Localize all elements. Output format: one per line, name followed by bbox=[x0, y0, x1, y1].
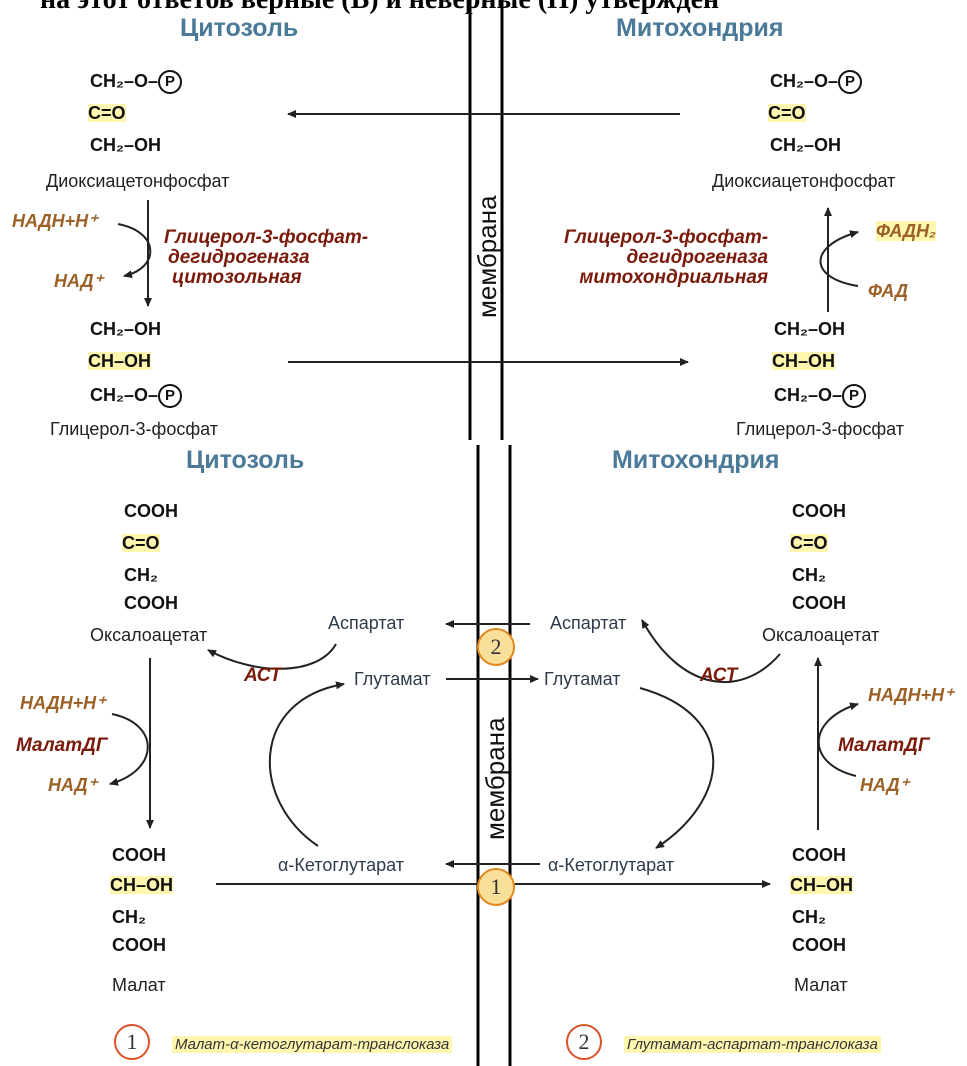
mitochondria-label-top: Митохондрия bbox=[616, 14, 784, 42]
arrow-cyto-malatedh-curve bbox=[109, 713, 149, 786]
legend-1-text: Малат-α-кетоглутарат-транслоказа bbox=[172, 1036, 453, 1053]
arrow-mito-cycle-curve bbox=[639, 687, 715, 849]
nadh-cytosol-bottom: НАДН+Н⁺ bbox=[20, 693, 106, 713]
nadh-cytosol: НАДН+Н⁺ bbox=[12, 211, 98, 231]
malate-dh-cytosol: МалатДГ bbox=[16, 735, 108, 756]
cooh-group: COOH bbox=[792, 501, 846, 521]
dhap-name-mito: Диоксиацетонфосфат bbox=[712, 171, 896, 191]
arrow-mito-malatedh-curve bbox=[817, 702, 859, 777]
ch-oh-group: CH–OH bbox=[772, 351, 836, 371]
glutamate-mito: Глутамат bbox=[544, 669, 621, 689]
arrow-cyto-nadh-curve bbox=[117, 223, 152, 279]
arrow-cyto-ast-curve bbox=[207, 643, 337, 670]
membrane-label-top: мембрана bbox=[472, 195, 502, 318]
nadh-mito-bottom: НАДН+Н⁺ bbox=[868, 685, 954, 705]
membrane-label-bottom: мембрана bbox=[480, 717, 510, 840]
ch2-oh-group: CH₂–OH bbox=[774, 319, 846, 339]
ch2-group: CH₂ bbox=[124, 565, 158, 585]
arrow-cyto-cycle-curve bbox=[268, 681, 345, 847]
oxaloacetate-name-mito: Оксалоацетат bbox=[762, 625, 880, 645]
legend-2-text: Глутамат-аспартат-транслоказа bbox=[624, 1036, 881, 1053]
cytosol-label-top: Цитозоль bbox=[180, 14, 299, 42]
fad-mito: ФАД bbox=[868, 281, 909, 301]
fadh2-mito: ФАДН₂ bbox=[876, 221, 936, 241]
ch2-o-group: CH₂–O– bbox=[90, 70, 159, 91]
g3p-name-cytosol: Глицерол-3-фосфат bbox=[50, 419, 219, 439]
ch2-group: CH₂ bbox=[792, 907, 826, 927]
cooh-group: COOH bbox=[792, 593, 846, 613]
aspartate-cytosol: Аспартат bbox=[328, 613, 405, 633]
arrow-mito-ast-curve bbox=[641, 619, 781, 684]
ch2-oh-group: CH₂–OH bbox=[90, 135, 162, 155]
ch2-oh-group: CH₂–OH bbox=[770, 135, 842, 155]
translocase-2-badge: 2 bbox=[477, 628, 515, 666]
ch2-group: CH₂ bbox=[112, 907, 146, 927]
dhap-name-cytosol: Диоксиацетонфосфат bbox=[46, 171, 230, 191]
legend-1-badge: 1 bbox=[114, 1024, 150, 1060]
ch2-oh-group: CH₂–OH bbox=[90, 319, 162, 339]
ch2-o-group: CH₂–O– bbox=[90, 384, 159, 405]
phosphate-circle: P bbox=[838, 70, 863, 94]
enzyme-g3pdh-mitochondrial: Глицерол-3-фосфат- дегидрогеназа митохон… bbox=[564, 227, 769, 288]
ch-oh-group: CH–OH bbox=[790, 875, 854, 895]
carbonyl-group: C=O bbox=[768, 103, 806, 123]
cytosol-label-bottom: Цитозоль bbox=[186, 446, 305, 474]
cooh-group: COOH bbox=[112, 845, 166, 865]
carbonyl-group: C=O bbox=[790, 533, 828, 553]
cooh-group: COOH bbox=[112, 935, 166, 955]
carbonyl-group: C=O bbox=[122, 533, 160, 553]
legend-2-badge: 2 bbox=[566, 1024, 602, 1060]
ch2-o-group: CH₂–O– bbox=[774, 384, 843, 405]
ch2-group: CH₂ bbox=[792, 565, 826, 585]
phosphate-circle: P bbox=[842, 384, 867, 408]
ketoglutarate-mito: α-Кетоглутарат bbox=[548, 855, 674, 875]
g3p-name-mito: Глицерол-3-фосфат bbox=[736, 419, 905, 439]
translocase-1-badge: 1 bbox=[477, 868, 515, 906]
nad-mito-bottom: НАД⁺ bbox=[860, 775, 910, 795]
ch2-o-group: CH₂–O– bbox=[770, 70, 839, 91]
carbonyl-group: C=O bbox=[88, 103, 126, 123]
ast-mito: АСТ bbox=[700, 665, 738, 686]
ch-oh-group: CH–OH bbox=[110, 875, 174, 895]
phosphate-circle: P bbox=[158, 384, 183, 408]
cooh-group: COOH bbox=[124, 501, 178, 521]
aspartate-mito: Аспартат bbox=[550, 613, 627, 633]
cooh-group: COOH bbox=[792, 845, 846, 865]
cooh-group: COOH bbox=[124, 593, 178, 613]
ketoglutarate-cytosol: α-Кетоглутарат bbox=[278, 855, 404, 875]
arrow-mito-fad-curve bbox=[819, 230, 859, 287]
cooh-group: COOH bbox=[792, 935, 846, 955]
ch-oh-group: CH–OH bbox=[88, 351, 152, 371]
glutamate-cytosol: Глутамат bbox=[354, 669, 431, 689]
nad-cytosol-bottom: НАД⁺ bbox=[48, 775, 98, 795]
oxaloacetate-name-cytosol: Оксалоацетат bbox=[90, 625, 208, 645]
mitochondria-label-bottom: Митохондрия bbox=[612, 446, 780, 474]
malate-dh-mito: МалатДГ bbox=[838, 735, 930, 756]
phosphate-circle: P bbox=[158, 70, 183, 94]
enzyme-g3pdh-cytosolic: Глицерол-3-фосфат- дегидрогеназа цитозол… bbox=[164, 227, 369, 288]
cut-off-heading: на этот ответов верные (В) и неверные (Н… bbox=[40, 0, 719, 14]
ast-cytosol: АСТ bbox=[244, 665, 282, 686]
nad-cytosol: НАД⁺ bbox=[54, 271, 104, 291]
malate-name-mito: Малат bbox=[794, 975, 848, 995]
malate-name-cytosol: Малат bbox=[112, 975, 166, 995]
